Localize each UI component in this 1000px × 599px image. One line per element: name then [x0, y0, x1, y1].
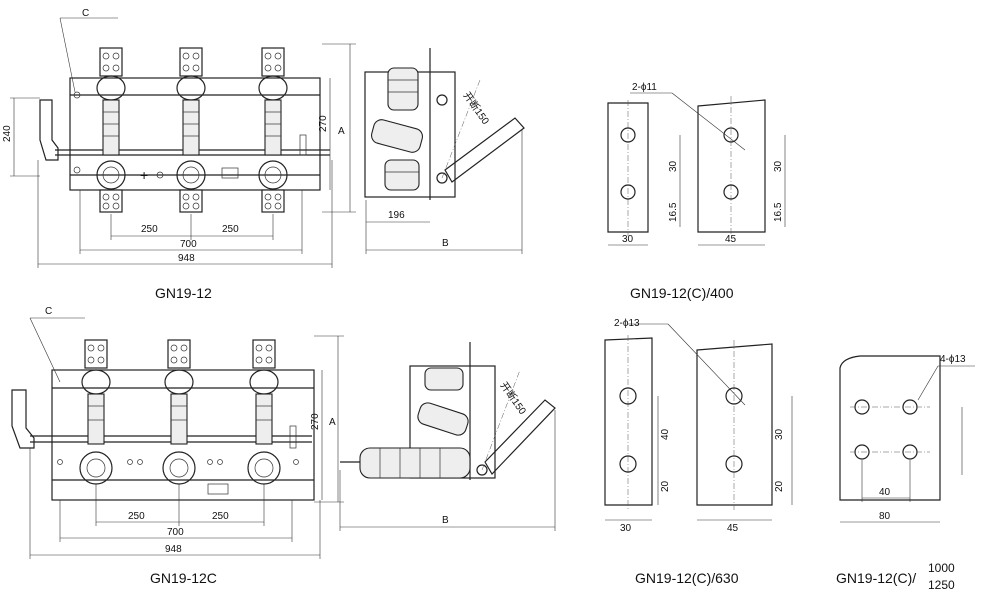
b-label-top: B [442, 238, 449, 249]
dim-20-v-630-b: 20 [774, 480, 785, 492]
dim-40-v-630: 40 [660, 428, 671, 440]
angle-label-top: 开断150 [461, 89, 493, 127]
dim-196: 196 [388, 210, 405, 221]
side-view-top [364, 48, 525, 254]
pole-3 [258, 47, 288, 213]
pole-2 [176, 47, 206, 213]
dim-16-5-400-b: 16.5 [773, 202, 784, 222]
dim-30-w-630: 30 [620, 523, 632, 534]
caption-1000: GN19-12(C)/ [836, 570, 916, 586]
c-label-bottom: C [45, 306, 52, 317]
dim-20-v-630-a: 20 [660, 480, 671, 492]
caption-gn19-12: GN19-12 [155, 285, 212, 301]
front-view-top: + [10, 17, 356, 268]
plate-630 [604, 323, 793, 521]
dim-250-b-top: 250 [222, 224, 239, 235]
dim-700-top: 700 [180, 239, 197, 250]
dim-30-v-630: 30 [774, 428, 785, 440]
pole-bot-3 [247, 339, 281, 485]
dim-240: 240 [2, 125, 13, 142]
dim-250-a-bottom: 250 [128, 511, 145, 522]
a-label-top: A [338, 126, 345, 137]
dim-30-v-400-a: 30 [668, 160, 679, 172]
svg-text:+: + [140, 167, 148, 183]
dim-40-w-1000: 40 [879, 487, 891, 498]
pole-bot-2 [162, 339, 196, 485]
front-view-bottom [11, 317, 344, 559]
angle-label-bottom: 开断150 [498, 379, 530, 417]
dim-948-top: 948 [178, 253, 195, 264]
dim-30-v-400-b: 30 [773, 160, 784, 172]
b-label-bottom: B [442, 515, 449, 526]
hole-label-400: 2-ϕ11 [632, 82, 657, 93]
plate-400 [607, 92, 786, 246]
dim-700-bottom: 700 [167, 527, 184, 538]
dim-948-bottom: 948 [165, 544, 182, 555]
dim-250-b-bottom: 250 [212, 511, 229, 522]
hole-label-1000: 4-ϕ13 [940, 354, 966, 365]
hole-label-630: 2-ϕ13 [614, 318, 640, 329]
pole-1 [96, 47, 126, 213]
dim-45-w-630: 45 [727, 523, 739, 534]
plate-1000 [839, 355, 975, 523]
dim-16-5-400-a: 16.5 [668, 202, 679, 222]
c-label-top: C [82, 8, 89, 19]
dim-270-top: 270 [318, 115, 329, 132]
dim-250-a-top: 250 [141, 224, 158, 235]
side-view-bottom [339, 342, 556, 531]
a-label-bottom: A [329, 417, 336, 428]
caption-1000-frac-top: 1000 [928, 561, 955, 575]
dim-80-w-1000: 80 [879, 511, 891, 522]
caption-630: GN19-12(C)/630 [635, 570, 739, 586]
dim-45-w-400: 45 [725, 234, 737, 245]
pole-bot-1 [79, 339, 113, 485]
caption-gn19-12c: GN19-12C [150, 570, 217, 586]
caption-1000-frac-bottom: 1250 [928, 578, 955, 592]
dim-30-w-400: 30 [622, 234, 634, 245]
dim-270-bottom: 270 [310, 413, 321, 430]
caption-400: GN19-12(C)/400 [630, 285, 734, 301]
